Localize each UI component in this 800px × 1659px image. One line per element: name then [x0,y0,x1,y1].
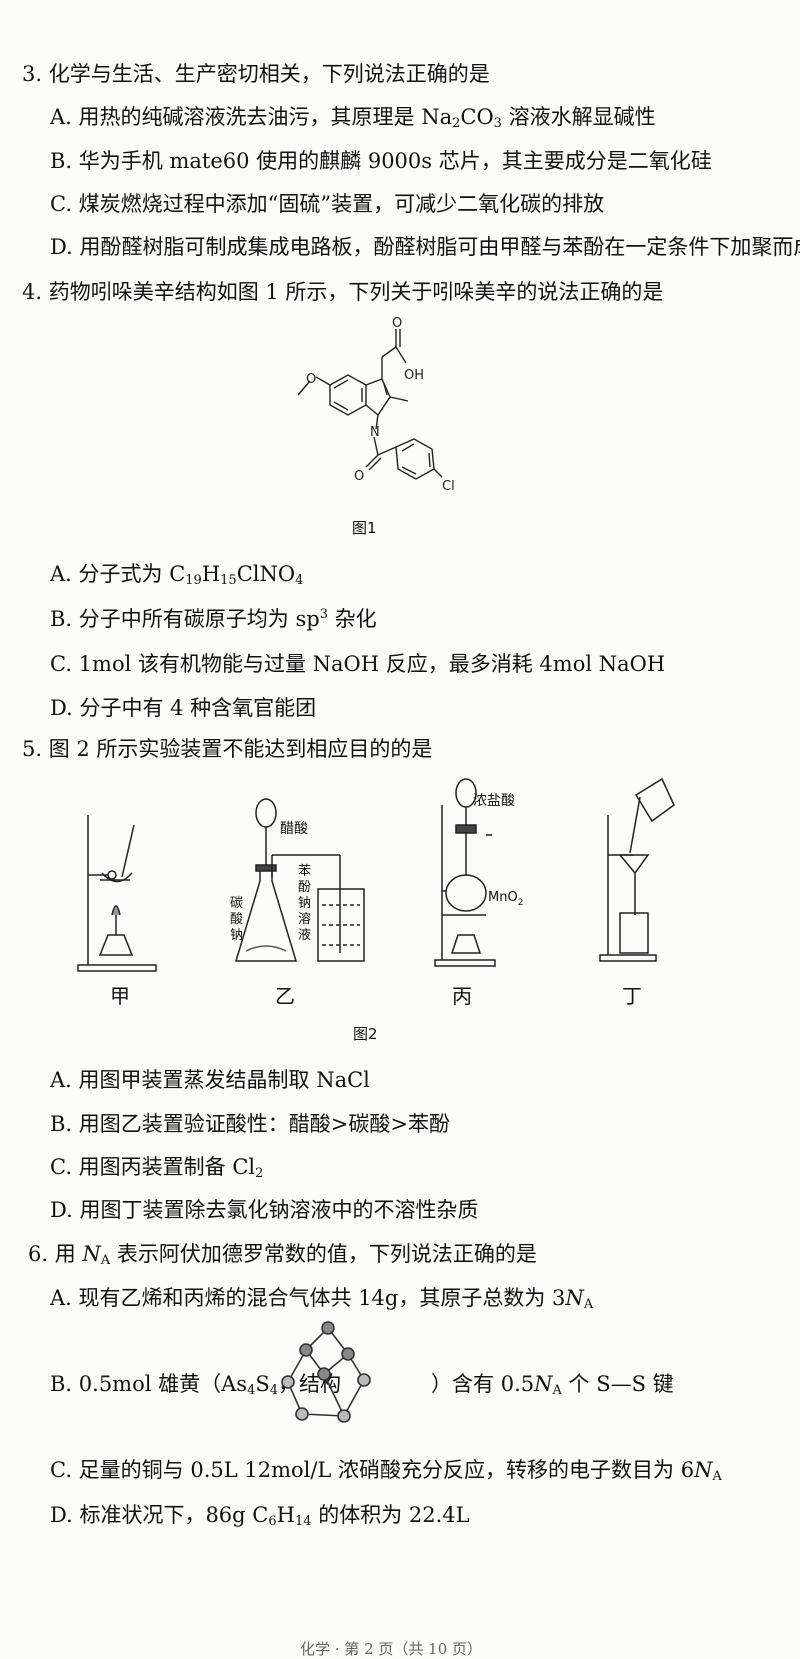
q4-option-d: D. 分子中有 4 种含氧官能团 [50,696,317,720]
apparatus-figure: 甲 醋酸 碳 酸 钠 苯 酚 钠 溶 液 乙 浓盐酸 MnO2 丙 [77,777,675,1008]
svg-text:苯: 苯 [298,864,311,879]
label-mno2: MnO2 [488,890,523,908]
q3-option-c: C. 煤炭燃烧过程中添加“固硫”装置，可减少二氧化碳的排放 [50,192,605,216]
q6-option-b: B. 0.5mol 雄黄（As4S4，结构）含有 0.5NA 个 S—S 键 [50,1372,674,1398]
apparatus-ding [599,777,675,962]
figure-1-caption: 图1 [352,519,377,537]
apparatus-jia [77,815,157,972]
q4-stem: 4. 药物吲哚美辛结构如图 1 所示，下列关于吲哚美辛的说法正确的是 [22,280,664,304]
q6-stem: 6. 用 NA 表示阿伏加德罗常数的值，下列说法正确的是 [28,1242,537,1268]
q3-stem: 3. 化学与生活、生产密切相关，下列说法正确的是 [22,62,490,86]
realgar-structure [281,1321,371,1423]
label-conc-hcl: 浓盐酸 [473,793,515,809]
mol-label-o-carbonyl: O [354,469,364,484]
q4-option-c: C. 1mol 该有机物能与过量 NaOH 反应，最多消耗 4mol NaOH [50,652,666,676]
q5-option-c: C. 用图丙装置制备 Cl2 [50,1155,264,1181]
mol-label-o-methoxy: O [306,372,316,387]
svg-text:钠: 钠 [298,896,311,911]
q5-option-b: B. 用图乙装置验证酸性：醋酸>碳酸>苯酚 [50,1112,450,1136]
q5-stem: 5. 图 2 所示实验装置不能达到相应目的的是 [22,737,433,761]
svg-text:酸: 酸 [230,912,243,927]
mol-label-cl: Cl [442,479,455,494]
q6-option-d: D. 标准状况下，86g C6H14 的体积为 22.4L [50,1503,470,1529]
apparatus-yi [234,798,365,962]
q5-option-a: A. 用图甲装置蒸发结晶制取 NaCl [50,1068,370,1092]
apparatus-label-yi: 乙 [275,984,295,1008]
mol-label-oh: OH [404,368,424,383]
indomethacin-structure: O OH O N O Cl [297,316,455,494]
q3-option-b: B. 华为手机 mate60 使用的麒麟 9000s 芯片，其主要成分是二氧化硅 [50,149,712,173]
q4-option-a: A. 分子式为 C19H15ClNO4 [50,562,304,588]
figure-2-caption: 图2 [353,1025,378,1043]
svg-text:碳: 碳 [230,896,243,911]
q6-option-c: C. 足量的铜与 0.5L 12mol/L 浓硝酸充分反应，转移的电子数目为 6… [50,1458,722,1484]
label-acetic-acid: 醋酸 [280,821,308,837]
q5-option-d: D. 用图丁装置除去氯化钠溶液中的不溶性杂质 [50,1198,479,1222]
svg-text:液: 液 [298,928,311,943]
mol-label-o: O [392,316,402,331]
apparatus-bing [434,778,496,967]
page-footer: 化学 · 第 2 页（共 10 页） [300,1640,483,1658]
q3-option-d: D. 用酚醛树脂可制成集成电路板，酚醛树脂可由甲醛与苯酚在一定条件下加聚而成 [50,235,800,259]
svg-text:酚: 酚 [298,880,311,895]
apparatus-label-jia: 甲 [110,984,130,1008]
q3-option-a: A. 用热的纯碱溶液洗去油污，其原理是 Na2CO3 溶液水解显碱性 [50,105,656,131]
svg-text:钠: 钠 [230,928,243,943]
apparatus-label-ding: 丁 [622,984,642,1008]
svg-text:溶: 溶 [298,912,311,927]
q4-option-b: B. 分子中所有碳原子均为 sp3 杂化 [50,607,377,631]
apparatus-label-bing: 丙 [452,984,472,1008]
mol-label-n: N [370,425,380,440]
q6-option-a: A. 现有乙烯和丙烯的混合气体共 14g，其原子总数为 3NA [50,1286,594,1312]
